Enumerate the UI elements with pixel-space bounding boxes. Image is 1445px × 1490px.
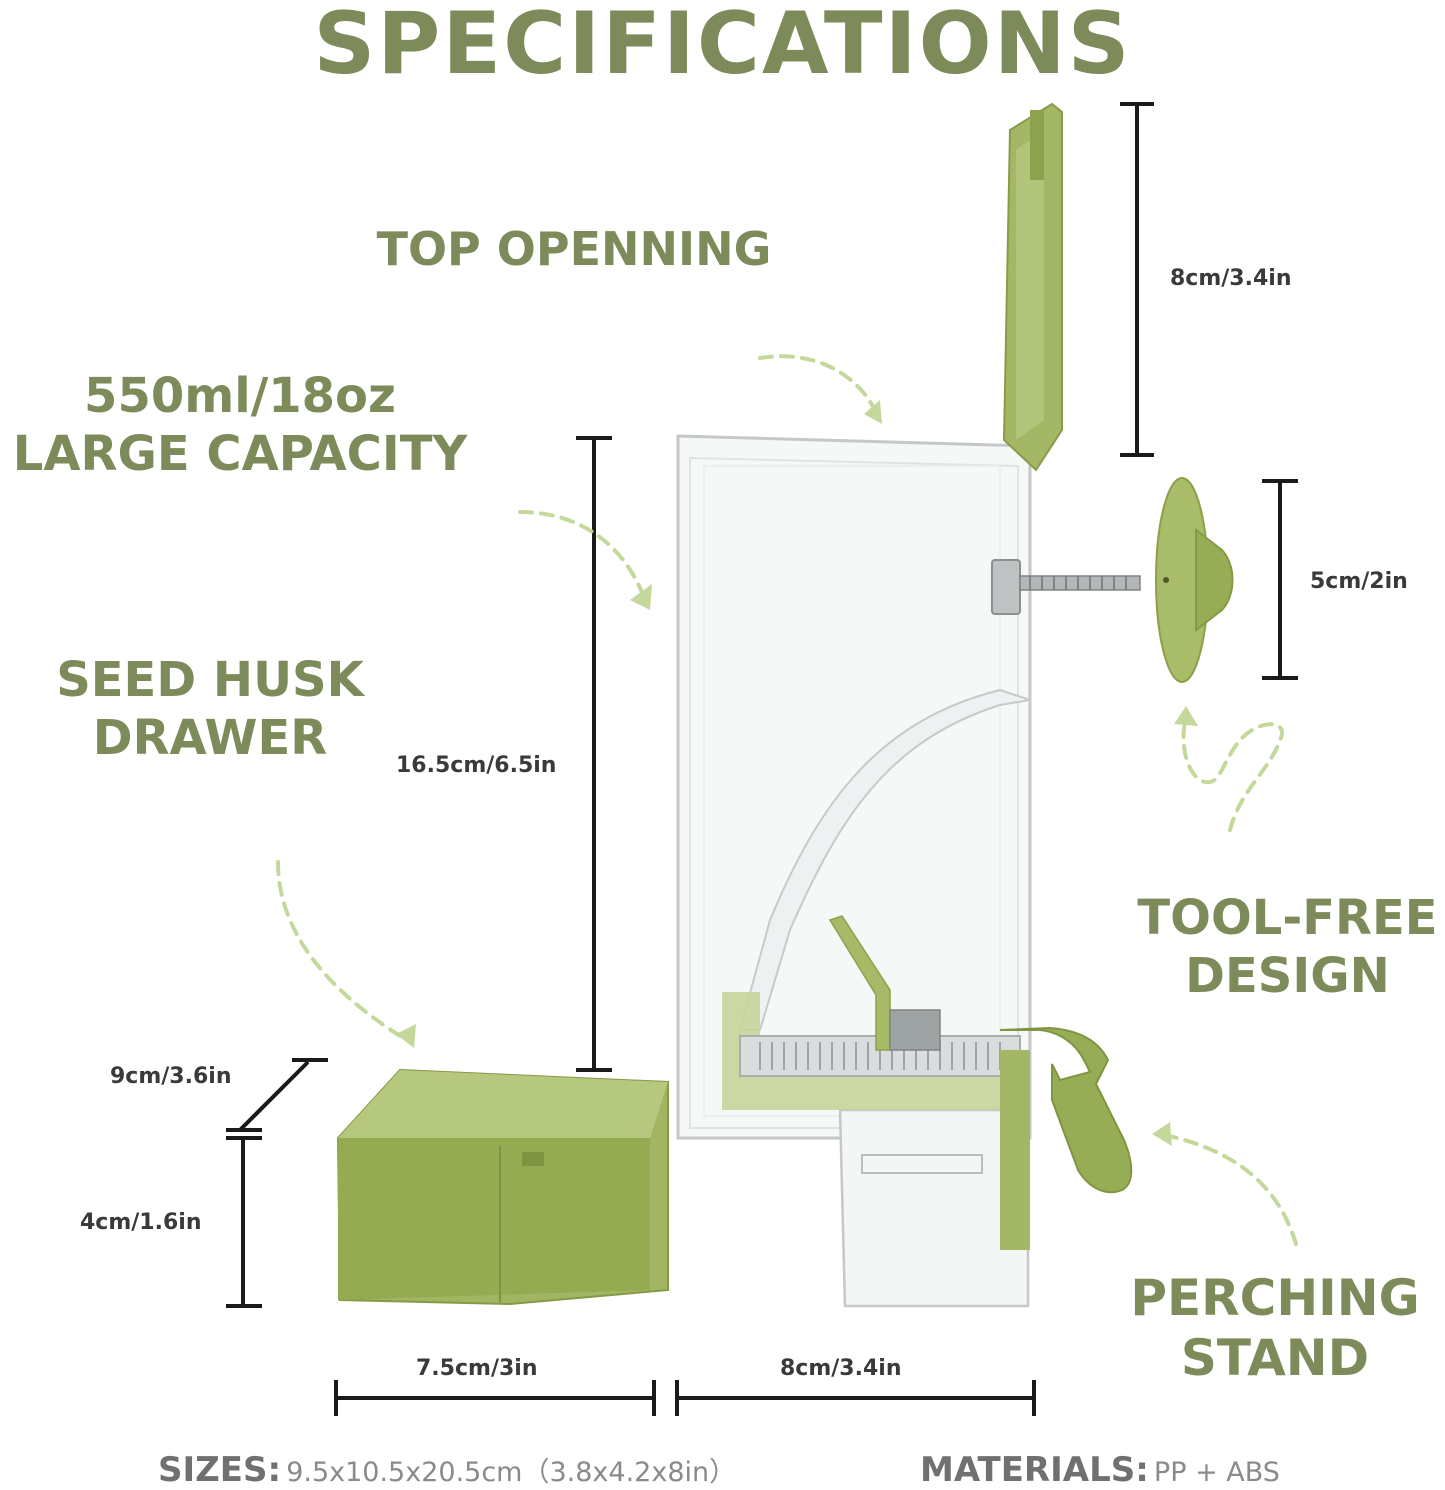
capacity-label: 550ml/18oz LARGE CAPACITY: [12, 368, 468, 482]
feeder-body: [676, 434, 1032, 1308]
materials-label: MATERIALS:: [920, 1450, 1149, 1490]
materials-value: PP + ABS: [1153, 1457, 1280, 1488]
tool-free-label: TOOL-FREE DESIGN: [1137, 890, 1438, 1004]
inner-tray: [722, 915, 1028, 1110]
drawer-depth-dimension: 9cm/3.6in: [110, 1064, 232, 1089]
perch-stand: [999, 1026, 1133, 1250]
dimension-lines: [226, 102, 1298, 1416]
materials-spec: MATERIALS: PP + ABS: [920, 1450, 1280, 1490]
husk-drawer: [336, 1068, 669, 1306]
body-height-dimension: 16.5cm/6.5in: [396, 753, 557, 778]
suction-cup: [1155, 477, 1234, 683]
pointer-arrows: [276, 354, 1298, 1246]
body-width-dimension: 8cm/3.4in: [780, 1356, 902, 1381]
lid-height-dimension: 8cm/3.4in: [1170, 266, 1292, 291]
drawer-width-dimension: 7.5cm/3in: [416, 1356, 538, 1381]
husk-drawer-label: SEED HUSK DRAWER: [56, 652, 364, 766]
suction-cup-dimension: 5cm/2in: [1310, 569, 1408, 594]
lid: [1002, 102, 1063, 472]
arrow-heads: [396, 400, 1198, 1146]
page-title: SPECIFICATIONS: [313, 0, 1132, 94]
perching-stand-label: PERCHING STAND: [1130, 1269, 1420, 1387]
top-opening-label: TOP OPENNING: [376, 222, 772, 276]
sizes-label: SIZES:: [158, 1450, 282, 1490]
sizes-value: 9.5x10.5x20.5cm（3.8x4.2x8in）: [286, 1457, 737, 1488]
drawer-height-dimension: 4cm/1.6in: [80, 1210, 202, 1235]
mount-screw: [991, 559, 1141, 615]
sizes-spec: SIZES: 9.5x10.5x20.5cm（3.8x4.2x8in）: [158, 1450, 736, 1490]
